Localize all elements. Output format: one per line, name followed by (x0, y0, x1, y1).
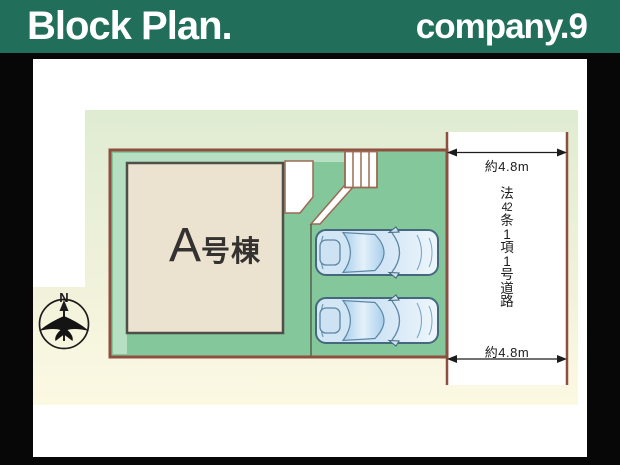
building-label-letter: A (168, 219, 201, 272)
car-icon-bottom (315, 294, 439, 347)
company-logo-text: company.9 (415, 6, 588, 46)
road-width-label-top: 約4.8m (484, 159, 530, 174)
compass-north-icon (38, 298, 90, 350)
header-bar: Block Plan. company.9 (0, 0, 620, 53)
entrance-stairs (344, 150, 378, 189)
page-title: Block Plan. (27, 4, 233, 48)
car-icon-top (315, 226, 439, 279)
entrance-porch (284, 160, 314, 214)
road-width-label-bottom: 約4.8m (484, 345, 530, 360)
dimension-arrow-bottom (447, 355, 567, 363)
compass-north-label: N (59, 290, 69, 305)
building-footprint (125, 161, 285, 335)
parcel-light-band-top (113, 153, 344, 162)
dimension-arrow-top (447, 148, 567, 157)
building-label-suffix: 号棟 (201, 236, 262, 268)
ground-white-margin (33, 110, 85, 287)
road-surface (447, 132, 567, 385)
parcel-light-band-left (113, 153, 127, 354)
